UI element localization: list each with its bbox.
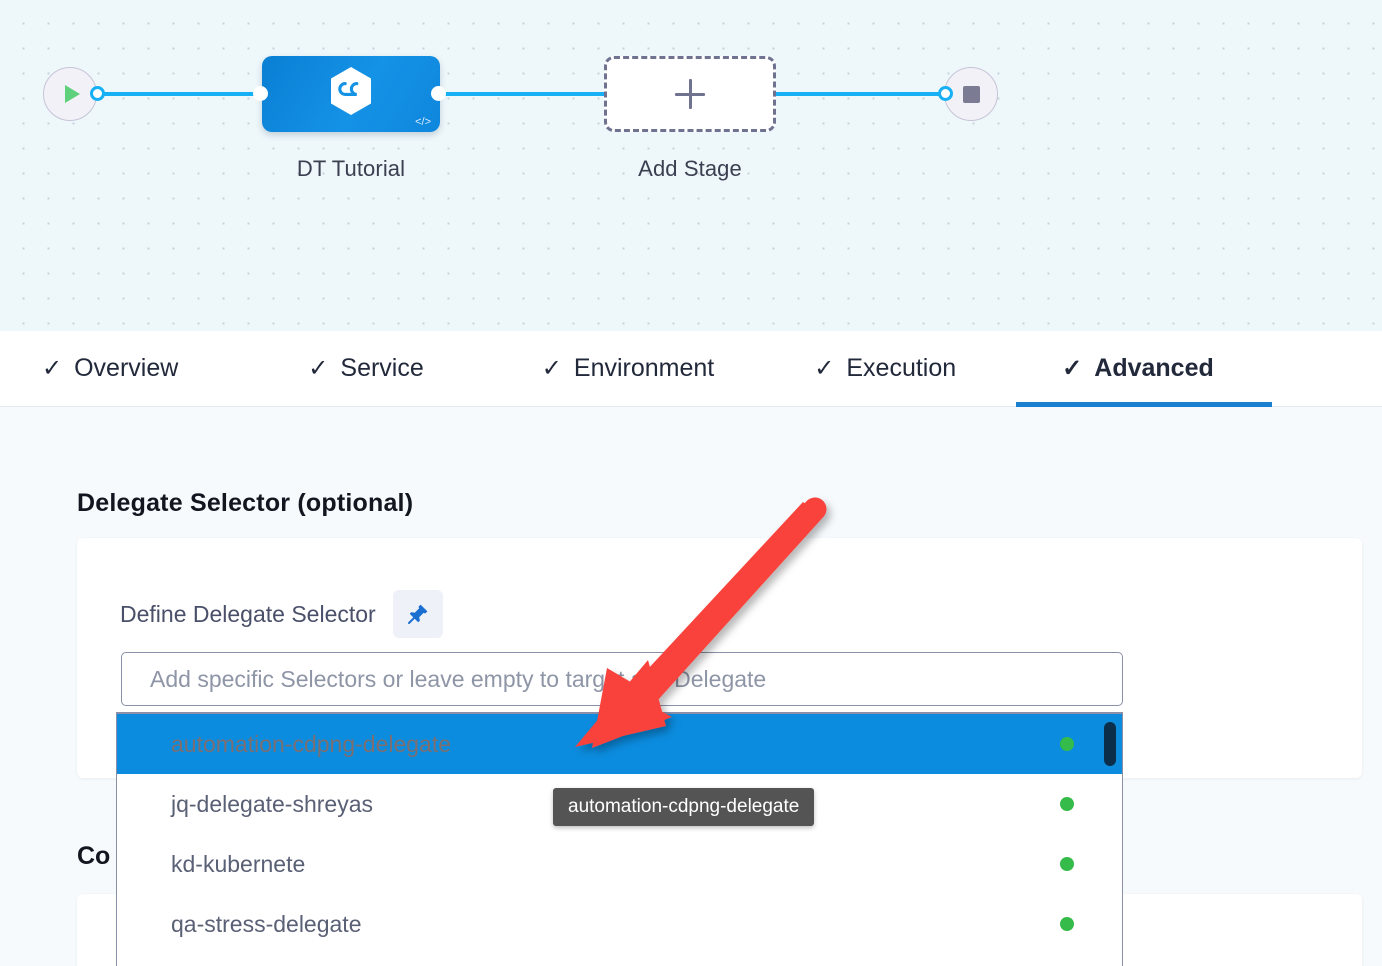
advanced-tab-content: Delegate Selector (optional) Co Define D… (0, 407, 1382, 966)
pushpin-icon (407, 604, 428, 624)
tab-label: Overview (74, 354, 179, 382)
add-stage-label: Add Stage (638, 156, 742, 181)
end-port[interactable] (938, 86, 953, 101)
dropdown-option-automation-cdpng-delegate[interactable]: automation-cdpng-delegate (117, 714, 1122, 774)
code-badge-icon: </> (415, 116, 431, 128)
define-delegate-selector-row: Define Delegate Selector (120, 590, 443, 638)
selector-placeholder: Add specific Selectors or leave empty to… (150, 665, 767, 692)
check-icon: ✓ (541, 354, 562, 382)
tab-environment[interactable]: ✓ Environment (538, 331, 718, 406)
plus-icon-bar (675, 92, 705, 96)
dropdown-option-jq-delegate-shreyas[interactable]: jq-delegate-shreyas (117, 774, 1122, 834)
harness-hexagon-icon (331, 67, 371, 115)
pipeline-end-node[interactable] (944, 67, 998, 121)
obscured-section-title: Co (77, 842, 111, 870)
status-dot-icon (1060, 797, 1074, 811)
pipeline-canvas[interactable]: </> DT Tutorial Add Stage (0, 0, 1382, 331)
dropdown-scrollbar[interactable] (1104, 722, 1116, 766)
option-label: jq-delegate-shreyas (171, 790, 374, 817)
stage-config-tabs: ✓ Overview ✓ Service ✓ Environment ✓ Exe… (0, 331, 1382, 407)
add-stage-node[interactable] (604, 56, 776, 132)
tab-label: Execution (846, 354, 957, 382)
dropdown-option-kd-kubernete[interactable]: kd-kubernete (117, 834, 1122, 894)
check-icon: ✓ (42, 354, 63, 382)
tab-label: Advanced (1094, 354, 1214, 382)
delegate-options-dropdown[interactable]: automation-cdpng-delegate jq-delegate-sh… (116, 712, 1123, 966)
check-icon: ✓ (814, 354, 835, 382)
delegate-tooltip: automation-cdpng-delegate (553, 788, 815, 826)
field-label: Define Delegate Selector (120, 600, 376, 627)
stage-node-dt-tutorial[interactable]: </> (262, 56, 440, 132)
page-title: Delegate Selector (optional) (77, 489, 414, 517)
tab-execution[interactable]: ✓ Execution (810, 331, 960, 406)
status-dot-icon (1060, 917, 1074, 931)
stage-output-port[interactable] (431, 86, 446, 101)
dropdown-option-qa-stress-delegate[interactable]: qa-stress-delegate (117, 894, 1122, 954)
tab-label: Environment (573, 354, 715, 382)
tab-overview[interactable]: ✓ Overview (38, 331, 182, 406)
play-icon (64, 85, 80, 103)
pipeline-start-node[interactable] (43, 67, 97, 121)
pushpin-button[interactable] (392, 590, 443, 638)
start-port[interactable] (90, 86, 105, 101)
tab-advanced[interactable]: ✓ Advanced (1016, 331, 1272, 407)
check-icon: ✓ (1062, 354, 1083, 382)
status-dot-icon (1060, 737, 1074, 751)
stop-icon (962, 85, 980, 103)
tab-label: Service (340, 354, 424, 382)
stage-input-port[interactable] (253, 86, 268, 101)
check-icon: ✓ (308, 354, 329, 382)
option-label: automation-cdpng-delegate (171, 730, 452, 757)
tab-service[interactable]: ✓ Service (304, 331, 427, 406)
option-label: kd-kubernete (171, 850, 306, 877)
delegate-selector-input[interactable]: Add specific Selectors or leave empty to… (121, 652, 1123, 706)
option-label: qa-stress-delegate (171, 910, 362, 937)
stage-label-dt-tutorial: DT Tutorial (296, 156, 406, 181)
status-dot-icon (1060, 857, 1074, 871)
edge-start-to-stage (96, 92, 272, 96)
